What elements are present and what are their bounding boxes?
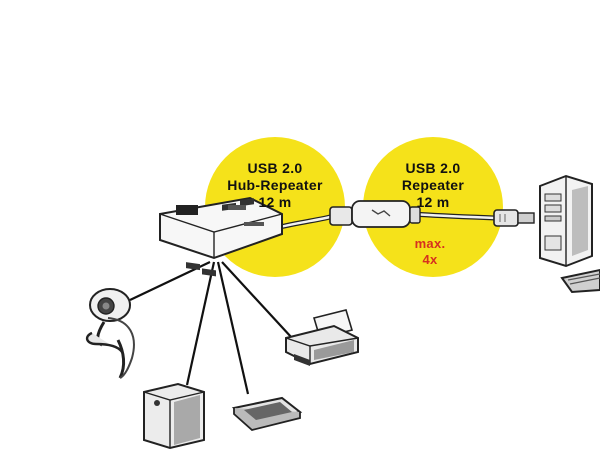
repeater-line1: USB 2.0: [405, 160, 461, 176]
scanner-icon: [231, 396, 303, 431]
printer-icon: [285, 309, 359, 366]
pc-tower-icon: [539, 174, 593, 268]
usb-repeater-cable-icon: [329, 200, 421, 228]
external-drive-icon: [143, 382, 205, 450]
usb-hub-icon: [159, 196, 283, 277]
hub-repeater-line1: USB 2.0: [247, 160, 303, 176]
repeater-line3: 12 m: [416, 194, 450, 210]
usb-plug-icon: [493, 209, 535, 227]
repeater-line2: Repeater: [401, 177, 465, 193]
max-line1: max.: [414, 236, 446, 251]
max-repeaters-label: max. 4x: [400, 236, 460, 268]
hub-repeater-line2: Hub-Repeater: [227, 177, 323, 193]
webcam-icon: [85, 288, 135, 379]
hub-repeater-line3: 12 m: [258, 194, 292, 210]
max-line2: 4x: [422, 252, 438, 267]
keyboard-icon: [560, 268, 600, 294]
hub-repeater-label: USB 2.0 Hub-Repeater 12 m: [205, 160, 345, 211]
hub-device-cables: [129, 261, 293, 395]
repeater-label: USB 2.0 Repeater 12 m: [363, 160, 503, 211]
